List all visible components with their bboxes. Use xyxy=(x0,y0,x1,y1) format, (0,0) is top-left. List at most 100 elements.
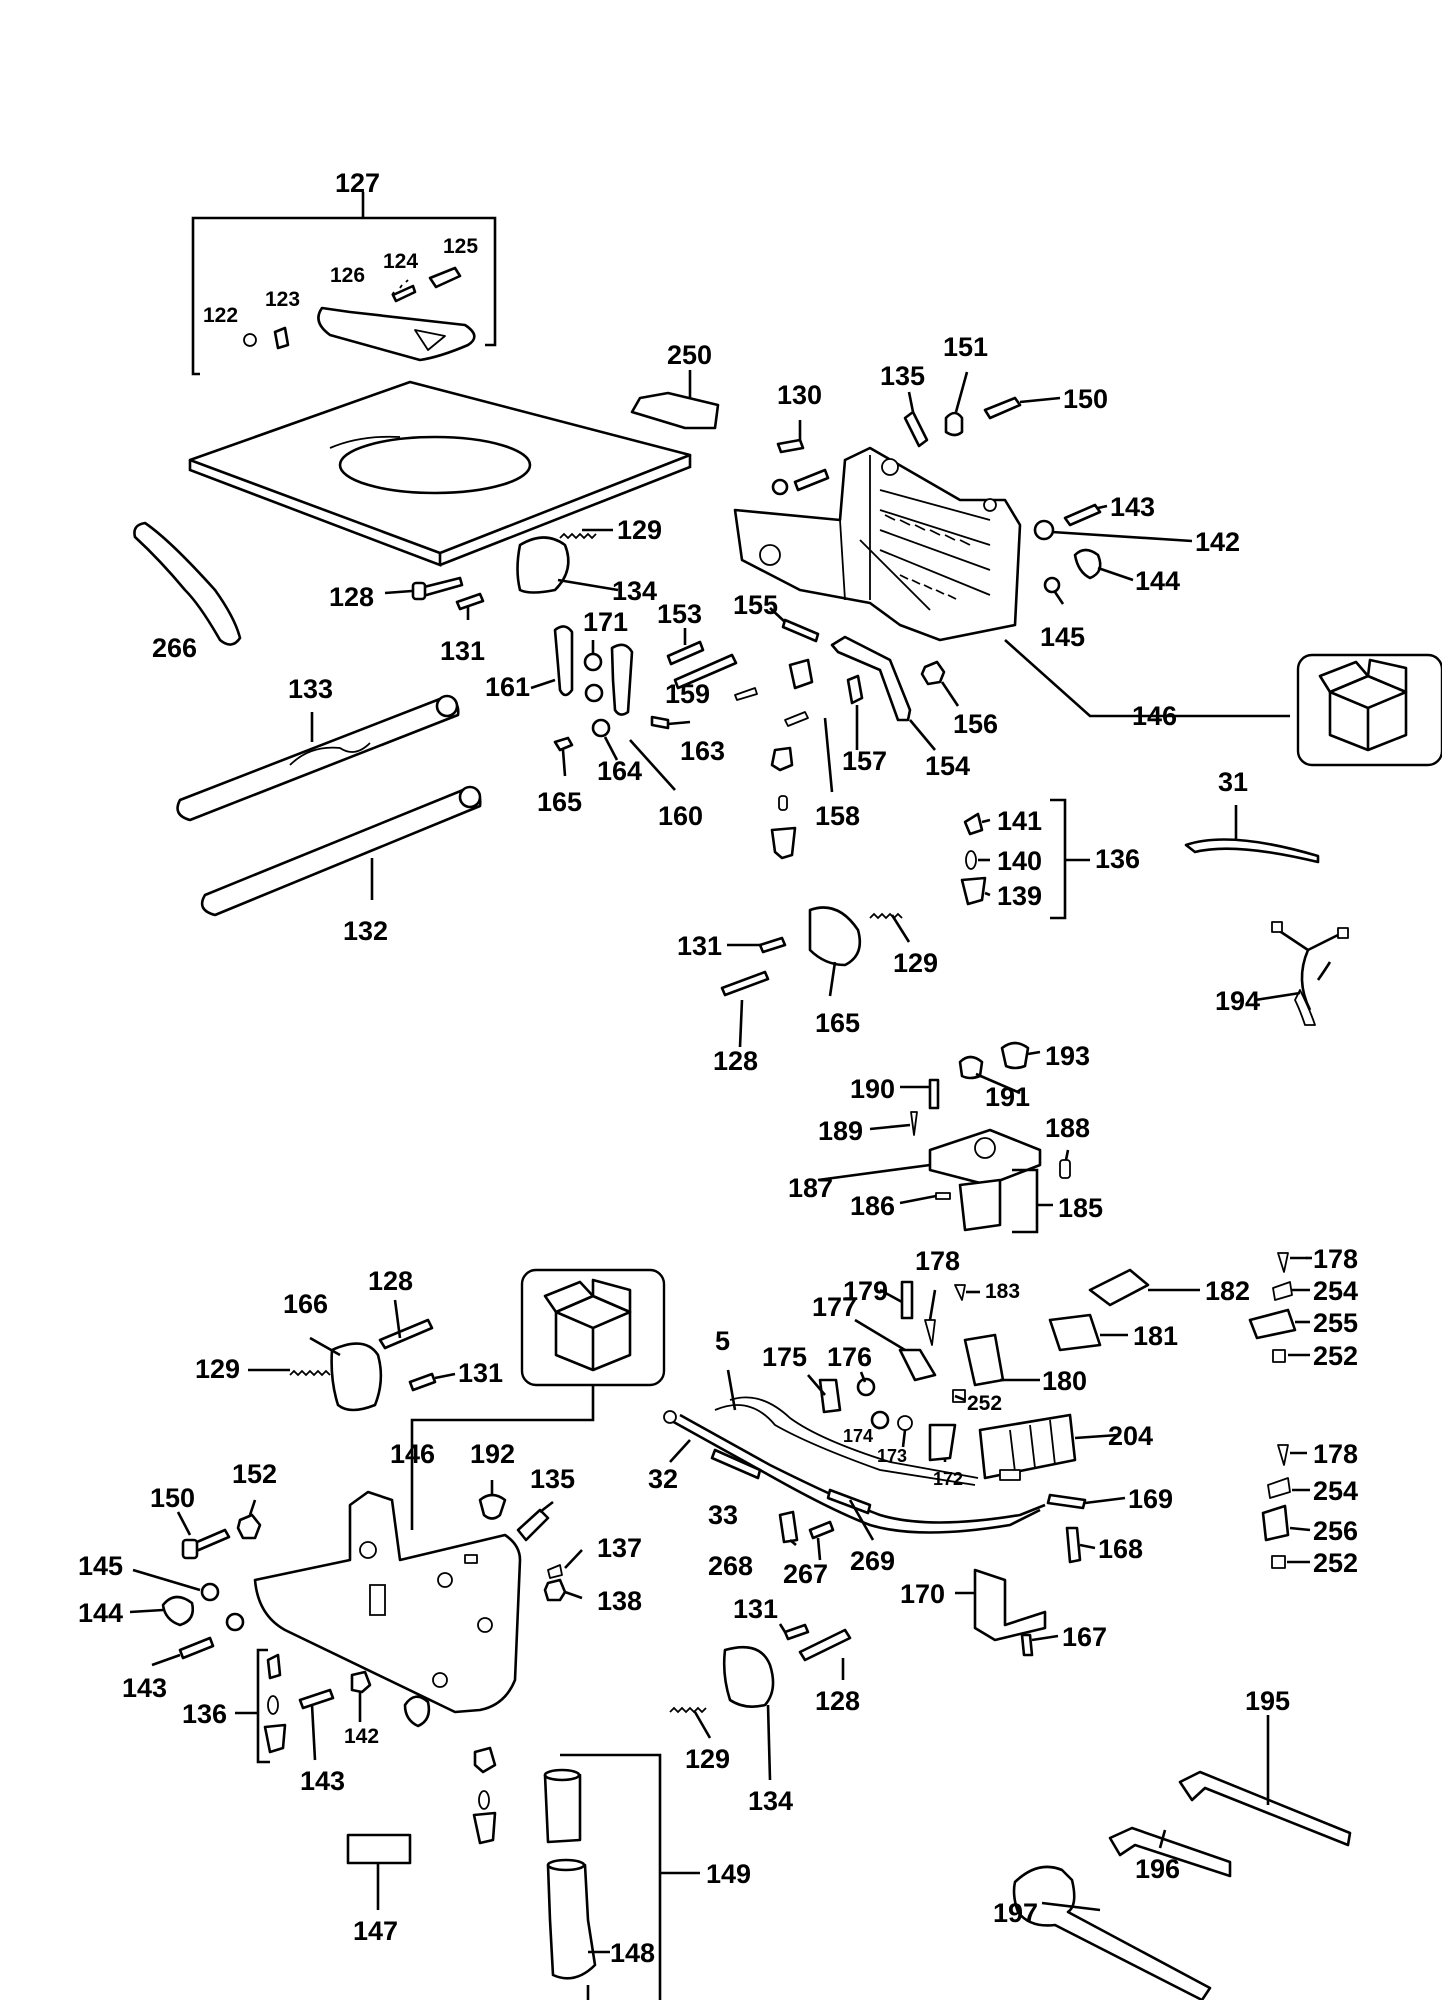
screw-135-lower xyxy=(516,1508,550,1542)
label-32: 32 xyxy=(648,1464,678,1494)
label-254-right-a: 254 xyxy=(1313,1276,1358,1306)
knob-193 xyxy=(1000,1041,1030,1070)
clamp-172 xyxy=(928,1423,957,1462)
label-173: 173 xyxy=(877,1446,907,1466)
label-254-right-b: 254 xyxy=(1313,1476,1358,1506)
label-164: 164 xyxy=(597,756,642,786)
spring-129-middle xyxy=(869,912,903,920)
screw-130 xyxy=(776,438,805,454)
parts-kit-box-right xyxy=(1296,653,1442,767)
spring-129-lower-left xyxy=(289,1369,331,1377)
label-178-right-b: 178 xyxy=(1313,1439,1358,1469)
screw-130b xyxy=(793,468,830,492)
label-146-lower: 146 xyxy=(390,1439,435,1469)
screw-158 xyxy=(734,687,758,701)
bracket-170 xyxy=(973,1568,1047,1642)
clip-255 xyxy=(1248,1308,1297,1340)
knob-192 xyxy=(478,1493,507,1520)
washer-171b xyxy=(584,683,604,703)
pin-141 xyxy=(963,812,984,836)
label-136-lower: 136 xyxy=(182,1699,227,1729)
switch-box-204 xyxy=(978,1413,1077,1481)
label-146: 146 xyxy=(1132,701,1177,731)
label-175: 175 xyxy=(762,1342,807,1372)
washer-173 xyxy=(897,1415,913,1431)
knob-151 xyxy=(944,411,964,437)
label-179: 179 xyxy=(843,1276,888,1306)
pin-stack-mid xyxy=(778,795,788,811)
label-136: 136 xyxy=(1095,844,1140,874)
open-box-icon-left xyxy=(543,1278,632,1372)
label-148: 148 xyxy=(610,1938,655,1968)
part-number-labels: 127 126 124 125 122 123 250 130 135 151 … xyxy=(78,168,1358,1968)
label-197: 197 xyxy=(993,1898,1038,1928)
label-127: 127 xyxy=(335,168,380,198)
nut-152 xyxy=(236,1513,262,1540)
screw-189 xyxy=(910,1111,918,1136)
label-143-lower-a: 143 xyxy=(122,1673,167,1703)
label-252-right-b: 252 xyxy=(1313,1548,1358,1578)
screw-158b xyxy=(784,711,809,727)
label-132: 132 xyxy=(343,916,388,946)
label-149: 149 xyxy=(706,1859,751,1889)
nut-145-upper xyxy=(1043,576,1061,594)
label-134-lower: 134 xyxy=(748,1786,793,1816)
label-128-lower-mid: 128 xyxy=(815,1686,860,1716)
label-167: 167 xyxy=(1062,1622,1107,1652)
pin-188 xyxy=(1059,1159,1071,1179)
label-31: 31 xyxy=(1218,767,1248,797)
clamp-177 xyxy=(898,1348,937,1382)
label-144-lower: 144 xyxy=(78,1598,123,1628)
label-188: 188 xyxy=(1045,1113,1090,1143)
bolt-128-middle xyxy=(720,970,770,997)
label-143-lower-b: 143 xyxy=(300,1766,345,1796)
screw-165-upper xyxy=(553,736,574,752)
label-156: 156 xyxy=(953,709,998,739)
label-269: 269 xyxy=(850,1546,895,1576)
label-129-lower-mid: 129 xyxy=(685,1744,730,1774)
label-178-right-a: 178 xyxy=(1313,1244,1358,1274)
screw-153 xyxy=(666,640,705,666)
label-194: 194 xyxy=(1215,986,1260,1016)
bracket-166 xyxy=(330,1342,383,1412)
bolt-128-head xyxy=(411,581,427,601)
label-169: 169 xyxy=(1128,1484,1173,1514)
label-152: 152 xyxy=(232,1459,277,1489)
label-137: 137 xyxy=(597,1533,642,1563)
label-178: 178 xyxy=(915,1246,960,1276)
label-165-middle: 165 xyxy=(815,1008,860,1038)
label-142-lower: 142 xyxy=(344,1725,379,1748)
label-140: 140 xyxy=(997,846,1042,876)
clip-254-r2 xyxy=(1267,1477,1291,1499)
screw-178-mid xyxy=(924,1319,936,1346)
label-plate-147 xyxy=(346,1833,412,1865)
switch-180 xyxy=(963,1333,1005,1387)
label-267: 267 xyxy=(783,1559,828,1589)
label-250: 250 xyxy=(667,340,712,370)
label-142: 142 xyxy=(1195,527,1240,557)
label-187: 187 xyxy=(788,1173,833,1203)
label-170: 170 xyxy=(900,1579,945,1609)
clip-181 xyxy=(1048,1313,1102,1352)
label-163: 163 xyxy=(680,736,725,766)
nut-142-lower xyxy=(350,1670,372,1694)
label-266: 266 xyxy=(152,633,197,663)
screw-168 xyxy=(1065,1526,1082,1564)
label-186: 186 xyxy=(850,1191,895,1221)
label-182: 182 xyxy=(1205,1276,1250,1306)
leader-146-lower xyxy=(410,1385,595,1530)
label-138: 138 xyxy=(597,1586,642,1616)
label-157: 157 xyxy=(842,746,887,776)
screw-131-upper xyxy=(455,592,485,611)
ring-stack-lower xyxy=(478,1790,490,1810)
label-131-lower-left: 131 xyxy=(458,1358,503,1388)
bracket-134-lower xyxy=(722,1645,775,1708)
lever-160 xyxy=(610,643,634,716)
motor-housing-146 xyxy=(733,446,1022,642)
rail-133 xyxy=(176,694,460,822)
clip-182 xyxy=(1088,1268,1150,1307)
clip-175 xyxy=(818,1378,842,1414)
screw-169 xyxy=(1046,1493,1087,1510)
bolt-128-lower-left xyxy=(378,1318,434,1350)
label-252-mid: 252 xyxy=(967,1392,1002,1415)
